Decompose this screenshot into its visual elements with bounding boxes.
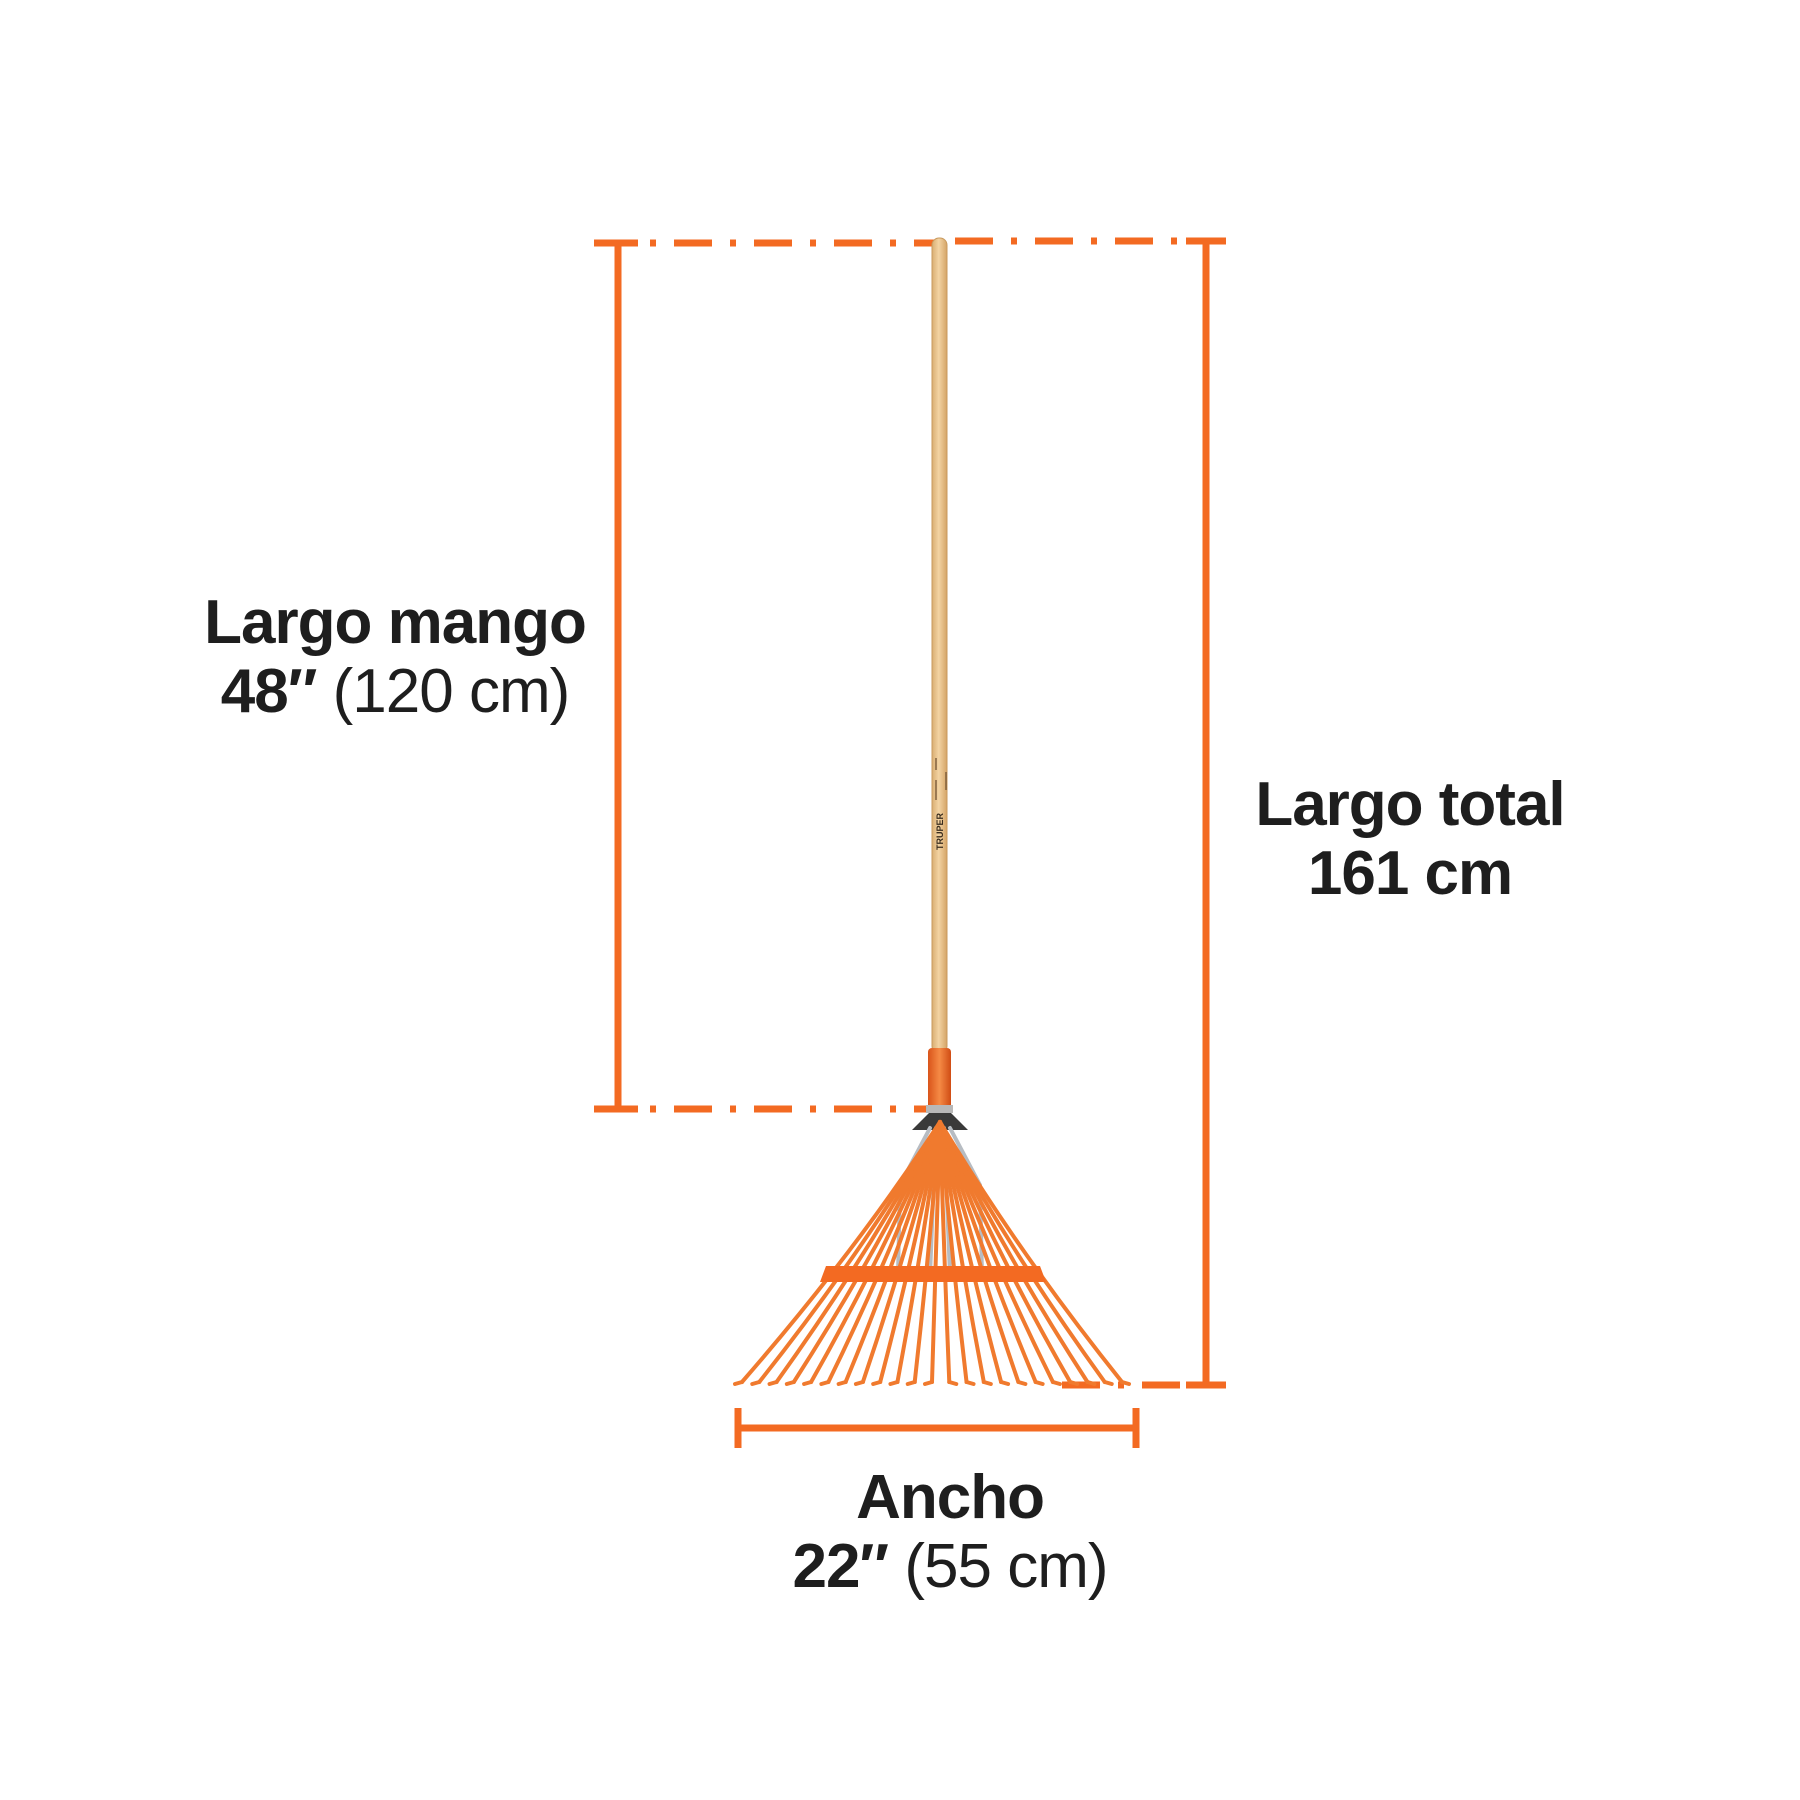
handle-imprint: TRUPER bbox=[935, 812, 945, 850]
rake-tine-tip bbox=[767, 1380, 779, 1386]
rake-tine-tip bbox=[733, 1380, 744, 1386]
handle-ferrule bbox=[928, 1048, 951, 1110]
rake-tine bbox=[826, 1120, 942, 1384]
rake-tine-tip bbox=[1120, 1380, 1131, 1386]
rake-tine bbox=[938, 1120, 1124, 1384]
handle-length-inches: 48″ bbox=[220, 657, 318, 727]
rake-tine-tip bbox=[999, 1380, 1011, 1386]
rake-tine-tip bbox=[1050, 1380, 1062, 1386]
tine-crossbar bbox=[820, 1266, 1046, 1282]
rake-tine bbox=[843, 1120, 942, 1384]
rake-tine-tip bbox=[905, 1380, 917, 1386]
wooden-handle bbox=[931, 237, 948, 1054]
rake-tine-tip bbox=[1016, 1380, 1028, 1386]
width-cm: (55 cm) bbox=[904, 1532, 1108, 1602]
rake-tine-tip bbox=[784, 1380, 796, 1386]
width-dimension bbox=[734, 1408, 1140, 1448]
rake-tine-tip bbox=[981, 1380, 993, 1386]
ferrule-collar bbox=[926, 1105, 953, 1113]
width-label: Ancho 22″ (55 cm) bbox=[720, 1463, 1180, 1602]
handle-length-dimension bbox=[594, 239, 945, 1113]
handle-length-label: Largo mango 48″ (120 cm) bbox=[150, 588, 640, 727]
width-title: Ancho bbox=[856, 1463, 1045, 1532]
rake-tine-tip bbox=[923, 1380, 934, 1386]
rake-tines bbox=[733, 1120, 1131, 1386]
rake-tine-tip bbox=[888, 1380, 900, 1386]
width-inches: 22″ bbox=[792, 1532, 889, 1602]
rake-tine-tip bbox=[947, 1380, 959, 1386]
total-length-label: Largo total 161 cm bbox=[1230, 770, 1590, 909]
total-length-value: 161 cm bbox=[1307, 839, 1513, 909]
rake-tine-tip bbox=[1033, 1380, 1045, 1386]
handle-length-cm: (120 cm) bbox=[332, 657, 571, 727]
rake-tine-tip bbox=[750, 1380, 762, 1386]
handle-imprint-fineprint bbox=[935, 758, 947, 800]
rake-tine-tip bbox=[819, 1380, 831, 1386]
rake-illustration: TRUPER bbox=[733, 237, 1131, 1386]
rake-tine-tip bbox=[871, 1380, 883, 1386]
total-length-title: Largo total bbox=[1255, 770, 1565, 839]
total-length-dimension bbox=[955, 237, 1226, 1389]
rake-tine-tip bbox=[964, 1380, 976, 1386]
rake-tine-tip bbox=[802, 1380, 814, 1386]
rake-tine-tip bbox=[836, 1380, 848, 1386]
rake-tine-tip bbox=[853, 1380, 865, 1386]
handle-length-title: Largo mango bbox=[204, 588, 587, 657]
rake-tine-tip bbox=[1085, 1380, 1097, 1386]
rake-tine-tip bbox=[1068, 1380, 1080, 1386]
rake-tine-tip bbox=[1102, 1380, 1114, 1386]
